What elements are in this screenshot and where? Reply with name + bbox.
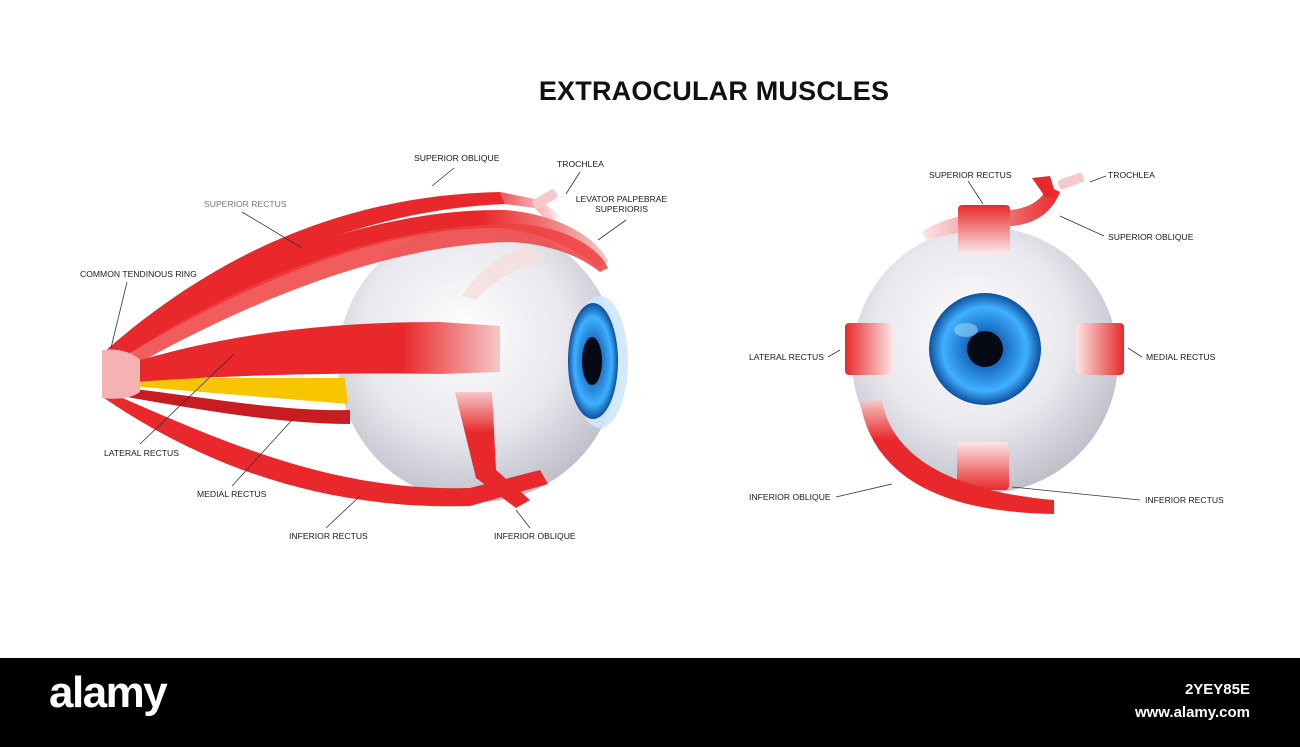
- front-iris-highlight: [954, 323, 978, 337]
- label-superior-oblique-front: SUPERIOR OBLIQUE: [1108, 232, 1194, 242]
- side-pupil: [582, 337, 602, 385]
- front-superior-rectus: [958, 205, 1010, 253]
- superior-tendon-fan: [462, 246, 540, 300]
- label-inferior-rectus-side: INFERIOR RECTUS: [289, 531, 368, 541]
- common-tendinous-ring: [102, 349, 140, 399]
- superior-oblique-tendon: [500, 192, 560, 222]
- front-trochlea-hook: [1032, 176, 1056, 198]
- footer-bar: [0, 658, 1300, 747]
- front-pupil: [967, 331, 1003, 367]
- front-view: [827, 172, 1143, 514]
- label-superior-oblique-side: SUPERIOR OBLIQUE: [414, 153, 500, 163]
- optic-nerve: [130, 378, 348, 404]
- side-leader-lines: [110, 167, 627, 529]
- side-trochlea: [532, 189, 558, 209]
- front-lateral-rectus: [845, 323, 893, 375]
- label-lateral-rectus-front: LATERAL RECTUS: [749, 352, 824, 362]
- levator-muscle: [120, 223, 608, 368]
- label-lateral-rectus-side: LATERAL RECTUS: [104, 448, 179, 458]
- label-superior-rectus-side: SUPERIOR RECTUS: [204, 199, 287, 209]
- front-leader-lines: [827, 175, 1143, 501]
- label-levator-palpebrae: LEVATOR PALPEBRAE SUPERIORIS: [574, 194, 669, 214]
- label-inferior-oblique-front: INFERIOR OBLIQUE: [749, 492, 831, 502]
- front-medial-rectus: [1076, 323, 1124, 375]
- inferior-oblique-muscle: [455, 392, 530, 508]
- label-common-tendinous-ring: COMMON TENDINOUS RING: [80, 269, 197, 279]
- page-title: EXTRAOCULAR MUSCLES: [538, 76, 890, 106]
- superior-rectus-muscle: [106, 209, 608, 364]
- side-view: [102, 167, 628, 529]
- alamy-logo: alamy: [49, 668, 168, 717]
- label-trochlea-front: TROCHLEA: [1108, 170, 1155, 180]
- front-inferior-oblique: [860, 400, 1054, 514]
- extraocular-muscles-diagram: [102, 167, 1143, 529]
- image-id: 2YEY85E: [1184, 681, 1250, 698]
- label-superior-rectus-front: SUPERIOR RECTUS: [929, 170, 1012, 180]
- label-levator-line2: SUPERIORIS: [594, 204, 648, 214]
- label-medial-rectus-side: MEDIAL RECTUS: [197, 489, 267, 499]
- front-trochlea: [1057, 172, 1085, 190]
- lateral-rectus-muscle: [108, 322, 500, 384]
- label-inferior-oblique-side: INFERIOR OBLIQUE: [494, 531, 576, 541]
- medial-rectus-muscle: [110, 386, 350, 424]
- label-inferior-rectus-front: INFERIOR RECTUS: [1145, 495, 1224, 505]
- label-trochlea-side: TROCHLEA: [557, 159, 604, 169]
- label-medial-rectus-front: MEDIAL RECTUS: [1146, 352, 1216, 362]
- footer-url: www.alamy.com: [1134, 704, 1250, 721]
- label-levator-line1: LEVATOR PALPEBRAE: [575, 194, 668, 204]
- front-inferior-rectus: [957, 442, 1009, 490]
